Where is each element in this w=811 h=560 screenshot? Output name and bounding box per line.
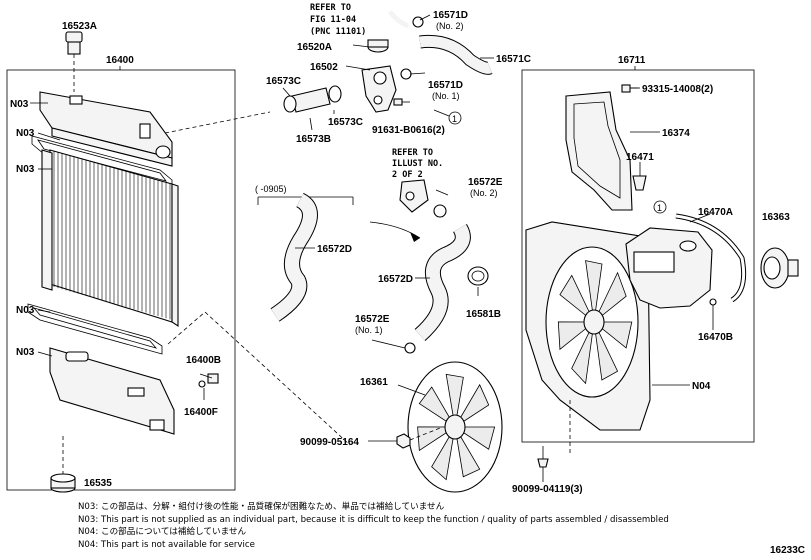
refer-note-1-line2: FIG 11-04 bbox=[310, 15, 356, 25]
hose-clamp-16581B[interactable] bbox=[467, 266, 489, 286]
note-n04-ja: N04: この部品については補給していません bbox=[78, 527, 247, 537]
label-91631-B0616: 91631-B0616(2) bbox=[372, 125, 445, 136]
label-16572E-low: 16572E bbox=[355, 314, 390, 325]
reservoir-cap-16471[interactable] bbox=[632, 162, 647, 191]
label-16523A: 16523A bbox=[62, 21, 97, 32]
hose-clamp-16572E-no1[interactable] bbox=[404, 342, 416, 354]
label-16571D-top-qualifier: (No. 2) bbox=[436, 21, 464, 31]
label-16470B: 16470B bbox=[698, 332, 733, 343]
clip-93315[interactable] bbox=[621, 84, 638, 93]
refer-note-1-line3: (PNC 11101) bbox=[310, 27, 366, 37]
label-16573C-a: 16573C bbox=[266, 76, 301, 87]
water-outlet-16571C[interactable] bbox=[419, 34, 493, 75]
label-16374: 16374 bbox=[662, 128, 690, 139]
label-90099-04119: 90099-04119(3) bbox=[512, 484, 583, 495]
label-16520A: 16520A bbox=[297, 42, 332, 53]
label-16572E-top-qualifier: (No. 2) bbox=[470, 188, 498, 198]
lower-hose-16572D-new[interactable] bbox=[414, 223, 471, 341]
bolt-90099-04119[interactable] bbox=[537, 446, 549, 468]
label-16535: 16535 bbox=[84, 478, 112, 489]
label-16571D-mid-qualifier: (No. 1) bbox=[432, 91, 460, 101]
refer-note-1-line1: REFER TO bbox=[310, 3, 351, 13]
radiator-assembly-frame bbox=[6, 69, 236, 491]
label-16711: 16711 bbox=[618, 55, 646, 66]
clamp-16470B[interactable] bbox=[709, 298, 717, 306]
lower-hose-16572D-old[interactable] bbox=[270, 192, 318, 322]
reservoir-tank[interactable] bbox=[625, 227, 713, 309]
callout-circle-1b bbox=[653, 200, 667, 214]
diagram-code: 16233C bbox=[769, 545, 805, 556]
water-inlet-16502[interactable] bbox=[361, 65, 412, 113]
label-16572E-low-qualifier: (No. 1) bbox=[355, 325, 383, 335]
radiator-cap-16520A[interactable] bbox=[367, 39, 389, 53]
label-16471: 16471 bbox=[626, 152, 654, 163]
label-16572D-b: 16572D bbox=[378, 274, 413, 285]
label-16363: 16363 bbox=[762, 212, 790, 223]
label-16470A: 16470A bbox=[698, 207, 733, 218]
callout-1b-label: 1 bbox=[657, 203, 662, 213]
label-N03-d: N03 bbox=[16, 305, 35, 316]
label-16400F: 16400F bbox=[184, 407, 218, 418]
note-n03-en: N03: This part is not supplied as an ind… bbox=[78, 514, 669, 525]
cooling-fan-16361[interactable] bbox=[407, 361, 503, 493]
label-16502: 16502 bbox=[310, 62, 338, 73]
lower-gasket bbox=[27, 303, 163, 355]
radiator-core[interactable] bbox=[41, 149, 179, 328]
label-N03-b: N03 bbox=[16, 128, 35, 139]
label-16573B: 16573B bbox=[296, 134, 331, 145]
upper-tank[interactable] bbox=[39, 91, 173, 167]
label-16581B: 16581B bbox=[466, 309, 501, 320]
label-16573C-b: 16573C bbox=[328, 117, 363, 128]
label-16400: 16400 bbox=[106, 55, 134, 66]
refer-note-2-line1: REFER TO bbox=[392, 148, 433, 158]
lower-tank[interactable] bbox=[49, 347, 175, 435]
label-16361: 16361 bbox=[360, 377, 388, 388]
reservoir-hose-16470A[interactable] bbox=[675, 213, 747, 303]
label-16400B: 16400B bbox=[186, 355, 221, 366]
note-n04-en: N04: This part is not available for serv… bbox=[78, 539, 255, 550]
callout-circle-1 bbox=[448, 111, 462, 125]
label-N04: N04 bbox=[692, 381, 711, 392]
cushion-16535[interactable] bbox=[50, 436, 76, 493]
nut-90099-05164[interactable] bbox=[396, 433, 411, 449]
bolt-91631[interactable] bbox=[393, 98, 410, 106]
label-range-0905: ( -0905) bbox=[255, 184, 287, 194]
fan-motor-16363[interactable] bbox=[760, 247, 799, 289]
thermostat-outlet-refer[interactable] bbox=[399, 179, 429, 213]
label-16571D-mid: 16571D bbox=[428, 80, 463, 91]
footnotes: N03: この部品は、分解・組付け後の性能・品質確保が困難なため、単品では補給し… bbox=[78, 501, 669, 551]
label-93315-14008: 93315-14008(2) bbox=[642, 84, 713, 95]
label-16571D-top: 16571D bbox=[433, 10, 468, 21]
drain-plug[interactable] bbox=[198, 373, 219, 388]
label-N03-a: N03 bbox=[10, 99, 29, 110]
reservoir-hose-16571D-no2[interactable] bbox=[388, 10, 424, 29]
supersede-arrow bbox=[369, 221, 421, 239]
refer-note-2-line2: ILLUST NO. bbox=[392, 159, 443, 169]
label-N03-c: N03 bbox=[16, 164, 35, 175]
upper-hose-16573B[interactable] bbox=[283, 85, 342, 113]
hose-clamp-16572E-no2[interactable] bbox=[433, 204, 447, 218]
label-16571C: 16571C bbox=[496, 54, 531, 65]
fan-shroud-N04[interactable] bbox=[525, 221, 651, 431]
label-16572E-top: 16572E bbox=[468, 177, 503, 188]
label-90099-05164: 90099-05164 bbox=[300, 437, 359, 448]
refer-note-2-line3: 2 OF 2 bbox=[392, 170, 423, 180]
air-guide-16374[interactable] bbox=[565, 91, 633, 211]
label-N03-e: N03 bbox=[16, 347, 35, 358]
radiator-cap-16523A[interactable] bbox=[65, 31, 83, 92]
callout-1-label: 1 bbox=[452, 114, 457, 124]
label-16572D-a: 16572D bbox=[317, 244, 352, 255]
note-n03-ja: N03: この部品は、分解・組付け後の性能・品質確保が困難なため、単品では補給し… bbox=[78, 502, 445, 512]
fan-shroud-assembly-frame bbox=[521, 69, 755, 443]
